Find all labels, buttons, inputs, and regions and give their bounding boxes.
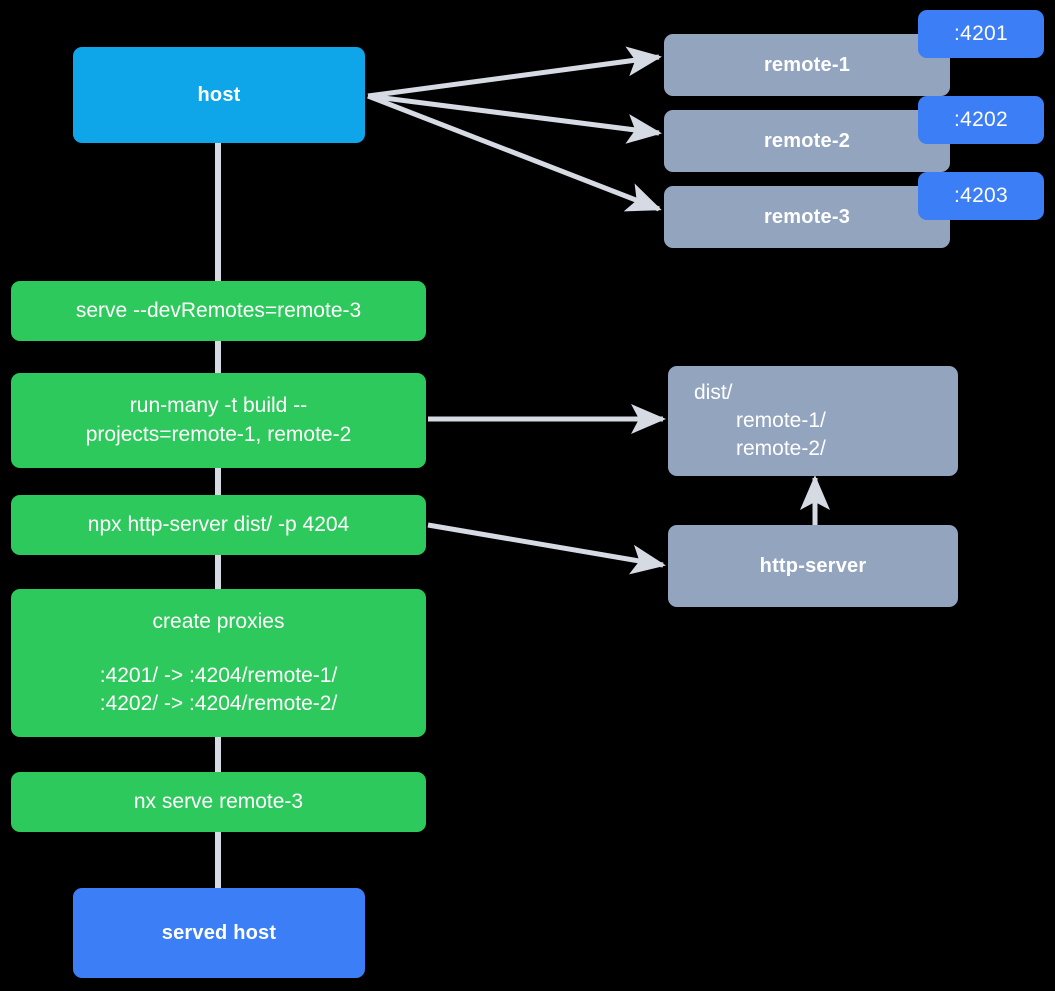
node-command-run-many-build[interactable]: run-many -t build -- projects=remote-1, … <box>11 373 426 468</box>
dist-child-remote-1: remote-1/ <box>736 408 826 432</box>
port-badge-remote-1-label: :4201 <box>953 22 1009 45</box>
port-badge-remote-2-label: :4202 <box>953 108 1009 131</box>
node-command-serve-dev-remotes[interactable]: serve --devRemotes=remote-3 <box>11 281 426 341</box>
port-badge-remote-2: :4202 <box>918 96 1044 144</box>
node-served-host[interactable]: served host <box>73 888 365 978</box>
port-badge-remote-1: :4201 <box>918 10 1044 58</box>
node-remote-3-label: remote-3 <box>763 205 851 228</box>
node-remote-3[interactable]: remote-3 <box>664 186 950 248</box>
port-badge-remote-3: :4203 <box>918 172 1044 220</box>
port-badge-remote-3-label: :4203 <box>953 184 1009 207</box>
command-nx-serve-remote-3-line-1: nx serve remote-3 <box>133 789 304 813</box>
node-remote-1[interactable]: remote-1 <box>664 34 950 96</box>
node-served-host-label: served host <box>161 921 277 944</box>
node-remote-1-label: remote-1 <box>763 53 851 76</box>
dist-child-remote-2: remote-2/ <box>736 437 826 461</box>
command-serve-dev-remotes-line-1: serve --devRemotes=remote-3 <box>75 298 362 322</box>
command-create-proxies-title: create proxies <box>152 609 285 633</box>
node-command-nx-serve-remote-3[interactable]: nx serve remote-3 <box>11 772 426 832</box>
node-host[interactable]: host <box>73 47 365 143</box>
command-create-proxies-line-1: :4201/ -> :4204/remote-1/ <box>99 663 338 687</box>
node-command-create-proxies[interactable]: create proxies :4201/ -> :4204/remote-1/… <box>11 589 426 737</box>
command-run-many-build-line-2: projects=remote-1, remote-2 <box>85 422 352 446</box>
node-remote-2[interactable]: remote-2 <box>664 110 950 172</box>
node-command-npx-http-server[interactable]: npx http-server dist/ -p 4204 <box>11 495 426 555</box>
dist-root-label: dist/ <box>694 380 733 404</box>
node-http-server-label: http-server <box>759 554 867 577</box>
arrow-host-to-remote-2 <box>367 93 662 144</box>
arrow-host-to-remote-3 <box>367 93 662 212</box>
node-remote-2-label: remote-2 <box>763 129 851 152</box>
node-http-server[interactable]: http-server <box>668 525 958 607</box>
node-dist-folder[interactable]: dist/ remote-1/ remote-2/ <box>668 366 958 476</box>
node-host-label: host <box>197 83 241 106</box>
arrow-host-to-remote-1 <box>367 46 662 99</box>
command-run-many-build-line-1: run-many -t build -- <box>129 394 308 418</box>
command-create-proxies-line-2: :4202/ -> :4204/remote-2/ <box>99 692 338 716</box>
command-npx-http-server-line-1: npx http-server dist/ -p 4204 <box>87 512 350 536</box>
arrow-npxhttpserver-to-httpserver <box>427 522 666 575</box>
